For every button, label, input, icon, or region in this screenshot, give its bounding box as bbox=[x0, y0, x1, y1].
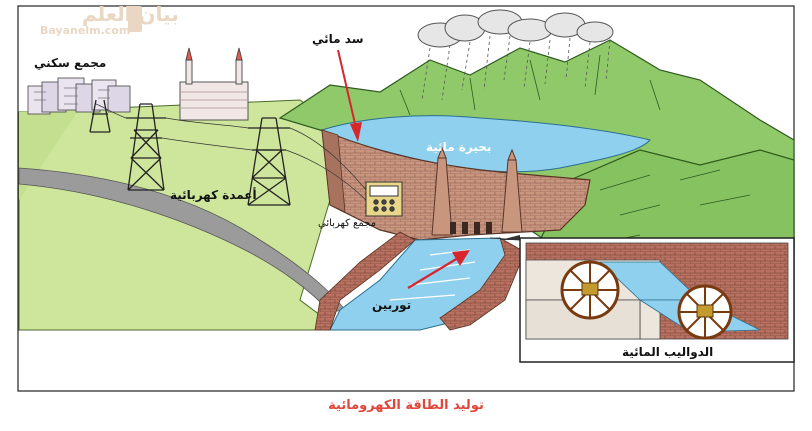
electric-towers bbox=[89, 99, 291, 206]
road bbox=[18, 167, 346, 313]
residential-buildings bbox=[27, 77, 131, 115]
turbine-arrow bbox=[407, 250, 470, 289]
river-bank-right bbox=[439, 237, 526, 331]
label-dam: سد مائي bbox=[312, 32, 364, 46]
label-lake: بحيرة مائية bbox=[426, 140, 492, 154]
dam-pillars bbox=[431, 146, 523, 236]
label-towers: أعمدة كهربائية bbox=[170, 188, 257, 202]
river-bank-left bbox=[314, 231, 416, 331]
power-lines bbox=[95, 103, 367, 201]
caption: توليد الطاقة الكهرومائية bbox=[328, 398, 484, 413]
label-residential: مجمع سكني bbox=[34, 56, 107, 70]
clouds bbox=[417, 9, 614, 48]
power-station bbox=[365, 181, 403, 217]
rain bbox=[421, 35, 611, 101]
label-power-station: مجمع كهربائي bbox=[318, 218, 376, 229]
factory bbox=[179, 47, 249, 121]
label-turbine: توربين bbox=[372, 298, 412, 312]
sluice-gates bbox=[450, 222, 492, 234]
watermark-logo-icon bbox=[128, 6, 142, 32]
water-wheels-inset bbox=[489, 235, 795, 363]
grassland-far bbox=[19, 108, 80, 330]
dam-top bbox=[321, 129, 346, 213]
watermark-url: Bayanelm.com bbox=[40, 24, 131, 37]
dam-arrow bbox=[337, 49, 362, 142]
label-water-wheels: الدواليب المائية bbox=[622, 345, 714, 359]
